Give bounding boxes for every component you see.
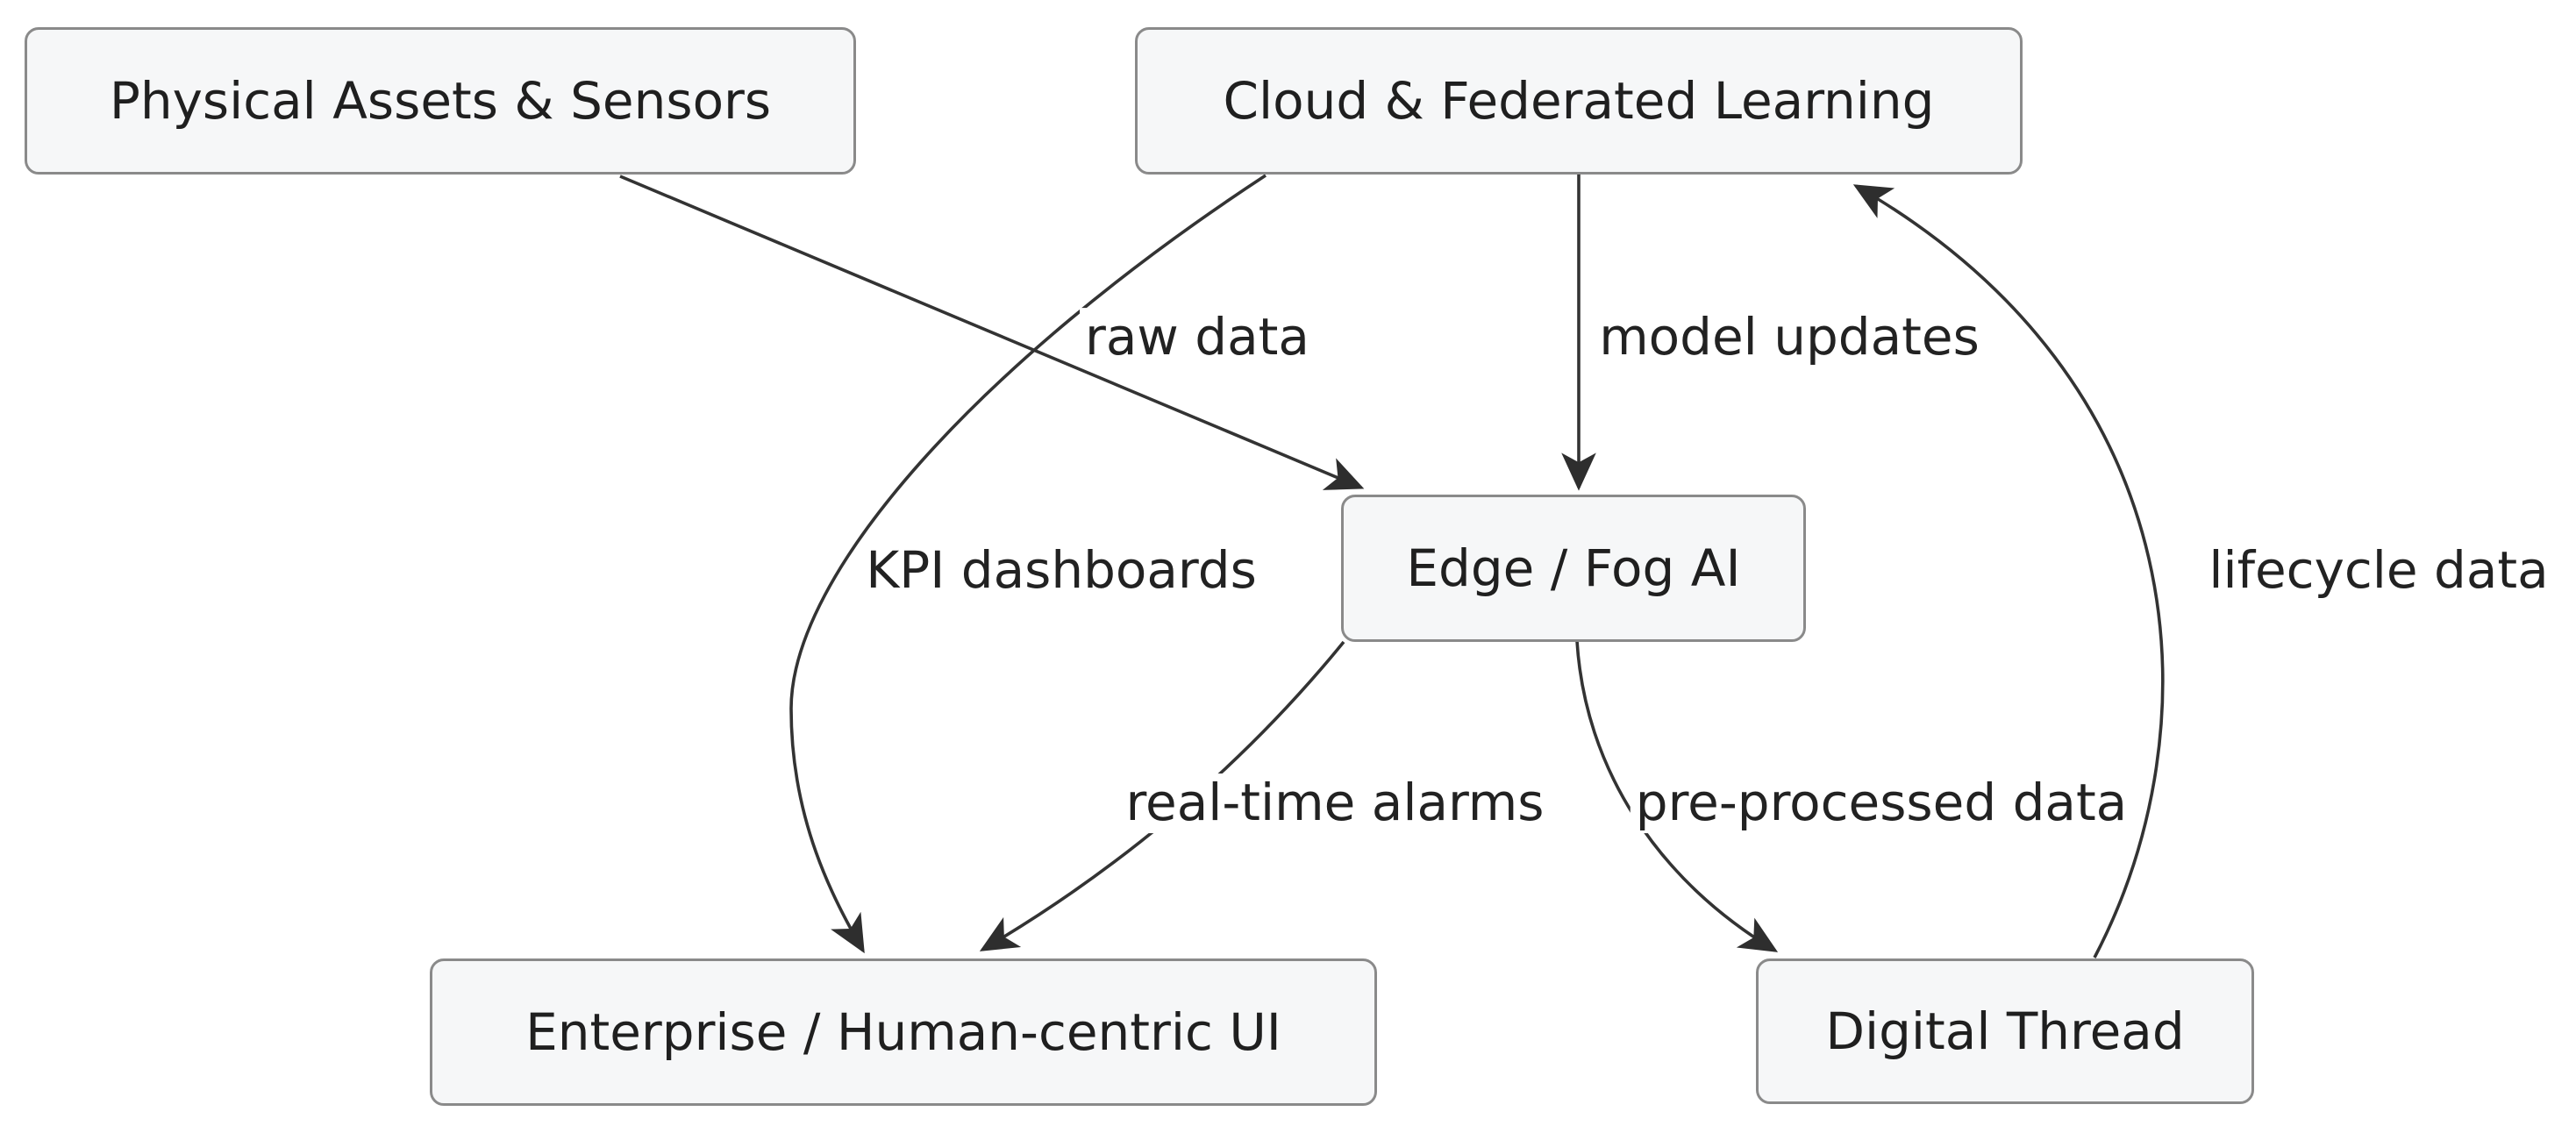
edge-label-real-time-alarms: real-time alarms bbox=[1120, 773, 1550, 833]
node-edge-fog-ai-label: Edge / Fog AI bbox=[1406, 538, 1741, 598]
node-digital-thread: Digital Thread bbox=[1756, 958, 2254, 1104]
node-enterprise-human-centric-ui: Enterprise / Human-centric UI bbox=[430, 958, 1377, 1106]
node-enterprise-human-centric-ui-label: Enterprise / Human-centric UI bbox=[525, 1002, 1281, 1062]
edge-label-raw-data: raw data bbox=[1080, 308, 1315, 367]
edge-label-kpi-dashboards: KPI dashboards bbox=[860, 541, 1262, 601]
edge-label-model-updates: model updates bbox=[1594, 308, 1985, 367]
node-physical-assets-sensors-label: Physical Assets & Sensors bbox=[109, 71, 772, 131]
node-physical-assets-sensors: Physical Assets & Sensors bbox=[25, 27, 856, 175]
node-edge-fog-ai: Edge / Fog AI bbox=[1341, 495, 1806, 642]
edge-label-lifecycle-data: lifecycle data bbox=[2203, 541, 2554, 601]
node-digital-thread-label: Digital Thread bbox=[1825, 1001, 2185, 1061]
edge-kpi-dashboards bbox=[789, 174, 1267, 954]
node-cloud-federated-learning: Cloud & Federated Learning bbox=[1135, 27, 2023, 175]
edge-raw-data bbox=[619, 175, 1365, 490]
edge-label-pre-processed-data: pre-processed data bbox=[1630, 773, 2133, 833]
edge-lifecycle-data bbox=[1852, 184, 2165, 958]
node-cloud-federated-learning-label: Cloud & Federated Learning bbox=[1223, 71, 1935, 131]
